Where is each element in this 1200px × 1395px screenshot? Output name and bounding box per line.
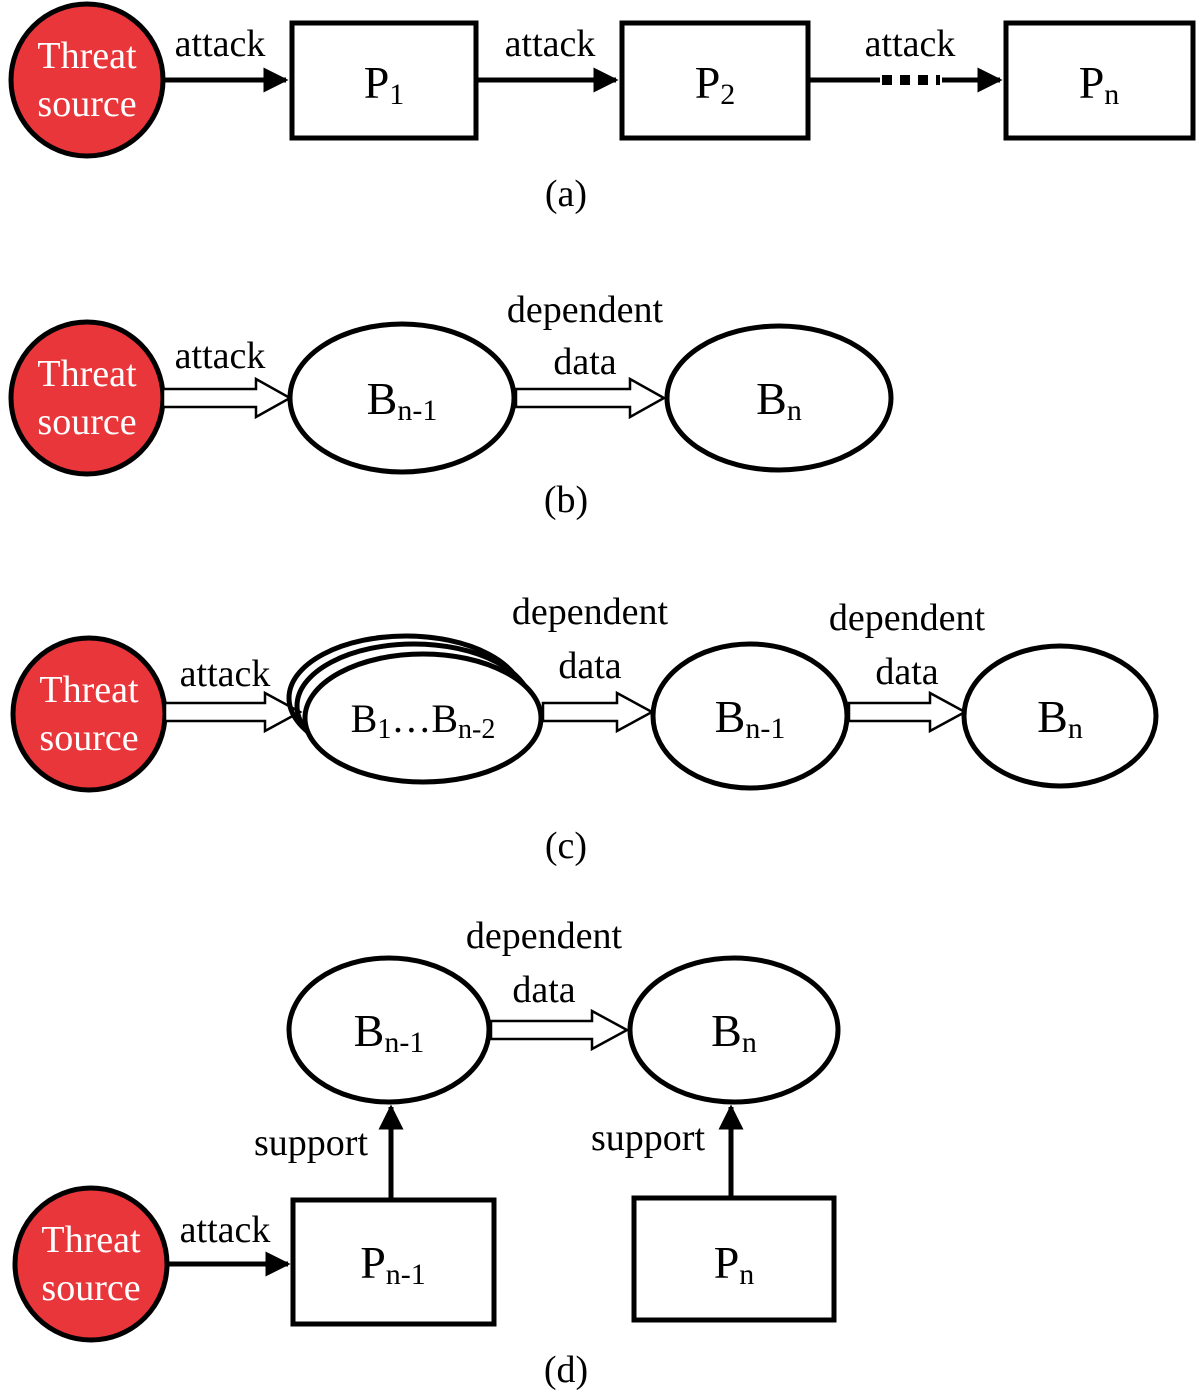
caption-c: (c) — [545, 825, 587, 867]
belief-node-bn-1-label: Bn-1 — [367, 373, 438, 427]
threat-label-line1: Threat — [41, 1219, 141, 1261]
belief-node-bn-label: Bn — [756, 373, 802, 427]
threat-source-c: Threat source — [10, 635, 168, 793]
dependent-data-hollow-arrow — [514, 376, 667, 420]
data-label: data — [512, 969, 575, 1011]
belief-node-bn-1-label: Bn-1 — [354, 1005, 425, 1059]
caption-d: (d) — [544, 1349, 588, 1391]
process-node-p2 — [619, 20, 811, 141]
caption-b: (b) — [544, 479, 588, 521]
panel-b: Threat source attack Bn-1 dependent data… — [8, 289, 894, 521]
process-node-pn — [1003, 20, 1196, 141]
threat-label-line2: source — [39, 717, 138, 759]
belief-node-bn-1 — [650, 641, 850, 791]
attack-label: attack — [180, 1209, 271, 1251]
dependent-data-hollow-arrow — [489, 1008, 630, 1052]
dependent-data-hollow-arrow — [847, 690, 968, 734]
threat-label-line1: Threat — [39, 669, 139, 711]
process-node-pn-label: Pn — [714, 1237, 755, 1291]
process-node-p2-label: P2 — [695, 57, 736, 111]
attack-label: attack — [175, 335, 266, 377]
attack-hollow-arrow — [163, 690, 303, 734]
dependent-label: dependent — [512, 591, 669, 633]
threat-label-line1: Threat — [37, 35, 137, 77]
process-node-p1-label: P1 — [364, 57, 405, 111]
belief-node-bn-1 — [286, 955, 492, 1105]
belief-node-bn — [627, 955, 841, 1105]
dependent-label: dependent — [466, 915, 623, 957]
belief-node-bn — [961, 643, 1159, 789]
belief-node-b1-bn-2-label: B1…Bn-2 — [351, 696, 496, 745]
threat-source-b: Threat source — [8, 319, 166, 477]
threat-label-line2: source — [37, 401, 136, 443]
process-node-pn-1-label: Pn-1 — [360, 1237, 426, 1291]
dependent-label: dependent — [829, 597, 986, 639]
threat-source-circle — [8, 319, 166, 477]
panel-a: Threat source attack P1 attack P2 attack… — [8, 1, 1196, 215]
process-node-pn-label: Pn — [1079, 57, 1120, 111]
belief-node-b1-bn-2 — [302, 651, 544, 785]
attack-label: attack — [505, 23, 596, 65]
dependent-label: dependent — [507, 289, 664, 331]
belief-node-bn-1-label: Bn-1 — [715, 691, 786, 745]
threat-label-line2: source — [37, 83, 136, 125]
dependent-data-hollow-arrow — [541, 690, 655, 734]
attack-hollow-arrow — [161, 376, 293, 420]
support-label: support — [254, 1122, 368, 1164]
threat-source-a: Threat source — [8, 1, 166, 159]
attack-label: attack — [865, 23, 956, 65]
attack-label: attack — [180, 653, 271, 695]
threat-source-circle — [8, 1, 166, 159]
belief-node-bn — [664, 323, 894, 473]
threat-label-line2: source — [41, 1267, 140, 1309]
support-label: support — [591, 1117, 705, 1159]
data-label: data — [553, 341, 616, 383]
threat-source-d: Threat source — [12, 1185, 170, 1343]
belief-node-bn-1 — [287, 321, 517, 475]
data-label: data — [558, 645, 621, 687]
caption-a: (a) — [545, 173, 587, 215]
threat-label-line1: Threat — [37, 353, 137, 395]
threat-source-circle — [12, 1185, 170, 1343]
attack-label: attack — [175, 23, 266, 65]
process-node-pn — [631, 1195, 837, 1323]
process-node-pn-1 — [290, 1197, 497, 1327]
belief-node-bn-label: Bn — [1037, 691, 1083, 745]
threat-source-circle — [10, 635, 168, 793]
data-label: data — [875, 651, 938, 693]
panel-c: Threat source attack B1…Bn-2 dependent d… — [10, 591, 1159, 867]
belief-node-bn-label: Bn — [711, 1005, 757, 1059]
panel-d: Bn-1 dependent data Bn support support T… — [12, 915, 841, 1391]
belief-node-stack — [286, 633, 544, 785]
